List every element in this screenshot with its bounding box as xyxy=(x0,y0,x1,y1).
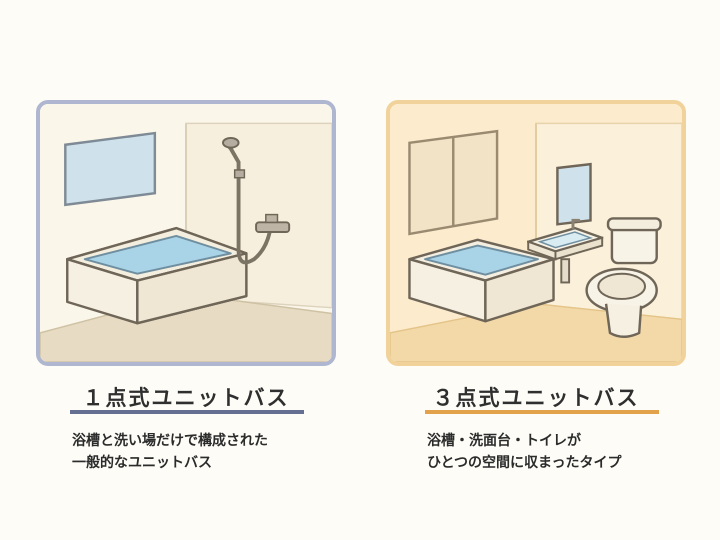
description-line: 浴槽・洗面台・トイレが xyxy=(427,433,581,449)
faucet-icon xyxy=(255,213,291,233)
one-point-bath-underline xyxy=(70,410,304,414)
sink-icon xyxy=(526,218,604,284)
three-point-bath-illustration xyxy=(386,100,686,366)
one-point-bath-description: 浴槽と洗い場だけで構成された 一般的なユニットバス xyxy=(72,430,332,474)
description-line: ひとつの空間に収まったタイプ xyxy=(427,455,622,471)
description-line: 一般的なユニットバス xyxy=(72,455,212,471)
three-point-bath-underline xyxy=(425,410,659,414)
mirror-icon xyxy=(556,162,592,226)
one-point-bath-illustration xyxy=(36,100,336,366)
window-icon xyxy=(64,131,157,207)
three-point-bath-description: 浴槽・洗面台・トイレが ひとつの空間に収まったタイプ xyxy=(427,430,687,474)
bathtub-icon xyxy=(408,238,555,323)
shower-head-icon xyxy=(222,136,272,265)
description-line: 浴槽と洗い場だけで構成された xyxy=(72,433,268,449)
bathtub-icon xyxy=(66,226,248,325)
one-point-bath-title: １点式ユニットバス xyxy=(82,386,290,410)
window-icon xyxy=(408,129,499,236)
three-point-bath-title: ３点式ユニットバス xyxy=(432,386,640,410)
toilet-icon xyxy=(585,217,662,338)
